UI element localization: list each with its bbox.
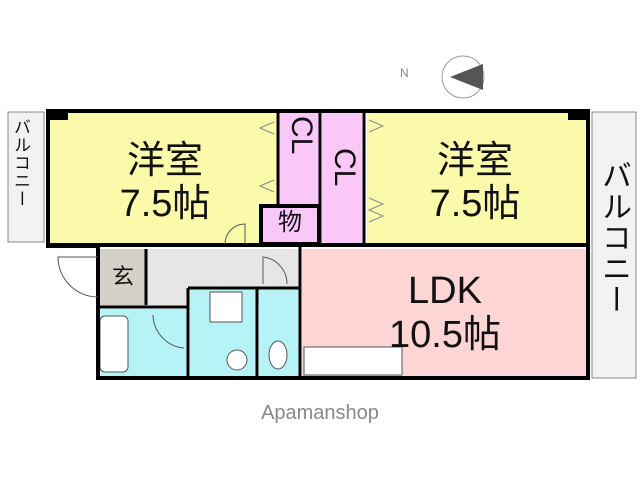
bathtub: [99, 315, 129, 373]
bedroom-left-size: 7.5帖: [119, 183, 211, 225]
kitchen-counter: [303, 346, 403, 376]
entrance: [99, 249, 146, 306]
balcony-left: [7, 111, 45, 243]
bedroom-right: [367, 113, 586, 244]
bedroom-left-name: 洋室: [126, 140, 203, 182]
bedroom-right-name: 洋室: [436, 140, 513, 182]
compass-north-arrow-icon: [441, 55, 485, 99]
door-toilet: [262, 256, 288, 285]
closet-2-label: CL: [328, 148, 361, 187]
closet-2: [322, 113, 362, 244]
balcony-right: [591, 111, 637, 379]
entrance-label: 玄: [111, 264, 134, 289]
ldk-size: 10.5帖: [389, 314, 501, 356]
front-door: [57, 256, 99, 298]
toilet-bowl: [268, 340, 288, 370]
balcony-right-label: バルコニー: [597, 160, 630, 315]
compass-label: N: [400, 66, 409, 80]
washing-machine-space: [209, 291, 243, 323]
sink: [226, 349, 248, 371]
door-bedroom-left: [224, 223, 246, 245]
closet-folding-doors: [258, 119, 385, 223]
ldk-name: LDK: [408, 270, 482, 312]
storage-label: 物: [278, 209, 302, 236]
bedroom-right-size: 7.5帖: [429, 183, 521, 225]
balcony-left-label: バルコニー: [11, 118, 30, 208]
door-bath: [152, 314, 185, 349]
closet-1-label: CL: [285, 116, 318, 155]
brand-watermark: Apamanshop: [261, 402, 379, 424]
closet-1: [279, 113, 319, 205]
bedroom-left: [50, 113, 277, 244]
